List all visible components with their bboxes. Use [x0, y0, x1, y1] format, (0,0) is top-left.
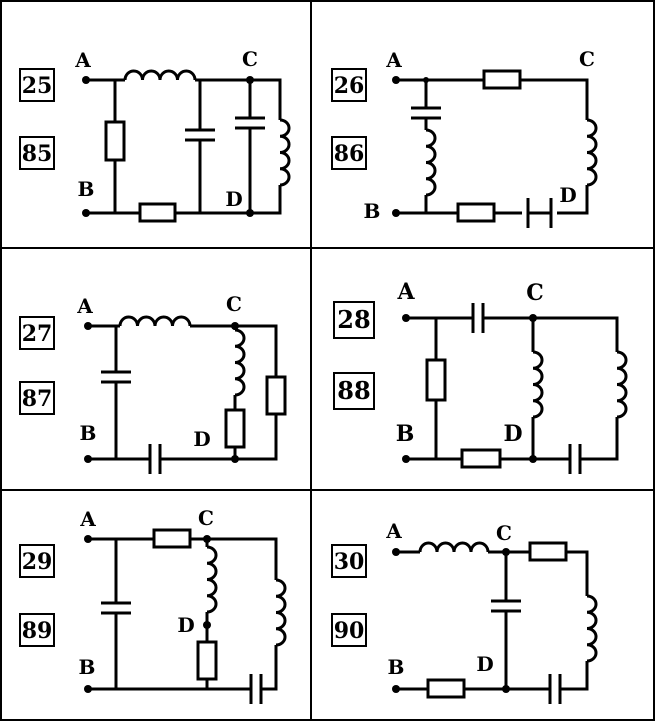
node-label-c: C — [496, 521, 512, 545]
circuit-panel-26 — [396, 69, 598, 228]
resistor-vertical — [104, 120, 126, 162]
node-label-d: D — [476, 652, 493, 676]
inductor-left — [425, 128, 437, 197]
variant-number: 88 — [337, 376, 370, 405]
resistor-middle — [196, 640, 218, 681]
node-label-a: A — [385, 48, 402, 72]
node-label-d: D — [225, 187, 242, 211]
node-label-d: D — [559, 183, 576, 207]
panel-25-nodes — [82, 76, 254, 217]
resistor-middle — [224, 408, 246, 449]
resistor-top — [528, 541, 568, 562]
node-label-b: B — [364, 199, 381, 223]
resistor-right — [265, 375, 287, 416]
capacitor-bottom — [249, 674, 263, 704]
node-label-c: C — [198, 506, 214, 530]
capacitor-bottom — [548, 674, 562, 704]
node-label-b: B — [396, 421, 415, 447]
node-label-c: C — [242, 47, 258, 71]
variant-number: 86 — [334, 141, 365, 167]
circuit-panel-29 — [88, 528, 287, 704]
resistor-top — [482, 69, 522, 90]
resistor-bottom — [460, 448, 502, 469]
node-label-c: C — [526, 280, 544, 306]
node-label-a: A — [79, 507, 96, 531]
variant-number: 25 — [22, 73, 53, 99]
variant-number: 27 — [22, 321, 53, 347]
node-label-d: D — [193, 427, 210, 451]
variant-number: 28 — [337, 305, 370, 334]
capacitor-right — [235, 116, 265, 130]
capacitor-bottom — [148, 444, 162, 474]
capacitor-top — [471, 303, 485, 333]
inductor-right — [275, 578, 287, 647]
inductor-middle — [532, 350, 544, 419]
node-label-d: D — [177, 613, 194, 637]
resistor-bottom — [426, 678, 466, 699]
capacitor-left — [101, 601, 131, 615]
node-label-a: A — [396, 279, 415, 305]
node-label-a: A — [385, 519, 402, 543]
variant-number: 26 — [334, 73, 365, 99]
circuit-panel-28 — [406, 303, 628, 474]
node-label-c: C — [226, 292, 242, 316]
variant-number: 30 — [334, 549, 365, 575]
node-label-c: C — [579, 47, 595, 71]
panel-29-nodes — [84, 535, 211, 693]
node-label-b: B — [80, 421, 97, 445]
capacitor-left — [411, 106, 441, 120]
resistor-bottom — [138, 202, 177, 223]
node-label-b: B — [79, 655, 96, 679]
capacitor-middle — [185, 128, 215, 142]
inductor-right — [586, 594, 598, 663]
variant-number: 87 — [22, 386, 53, 412]
node-label-b: B — [78, 177, 95, 201]
variant-number: 89 — [22, 618, 53, 644]
node-label-d: D — [503, 421, 522, 447]
resistor-left — [425, 358, 447, 402]
circuit-panel-30 — [396, 541, 598, 704]
node-label-b: B — [388, 655, 405, 679]
inductor-top — [123, 69, 197, 81]
variant-number: 85 — [22, 141, 53, 167]
panel-28-nodes — [402, 314, 537, 463]
resistor-bottom — [456, 202, 496, 223]
capacitor-left — [101, 370, 131, 384]
variant-number: 29 — [22, 549, 53, 575]
panel-27-nodes — [84, 322, 239, 463]
circuit-panel-25 — [86, 69, 291, 223]
inductor-right — [616, 350, 628, 419]
inductor-right — [586, 118, 598, 187]
circuit-panel-27 — [88, 315, 287, 474]
panel-30-nodes — [392, 548, 510, 693]
capacitor-bottom — [526, 198, 553, 228]
inductor-top — [118, 315, 192, 327]
inductor-middle — [234, 328, 246, 397]
variant-number: 90 — [334, 618, 365, 644]
resistor-top — [152, 528, 192, 549]
inductor-right — [279, 118, 291, 187]
node-label-a: A — [76, 294, 93, 318]
capacitor-middle — [491, 599, 521, 613]
capacitor-bottom — [568, 444, 582, 474]
inductor-top — [418, 541, 490, 553]
inductor-middle — [206, 545, 218, 614]
panel-26-nodes — [392, 76, 429, 217]
node-label-a: A — [74, 48, 91, 72]
